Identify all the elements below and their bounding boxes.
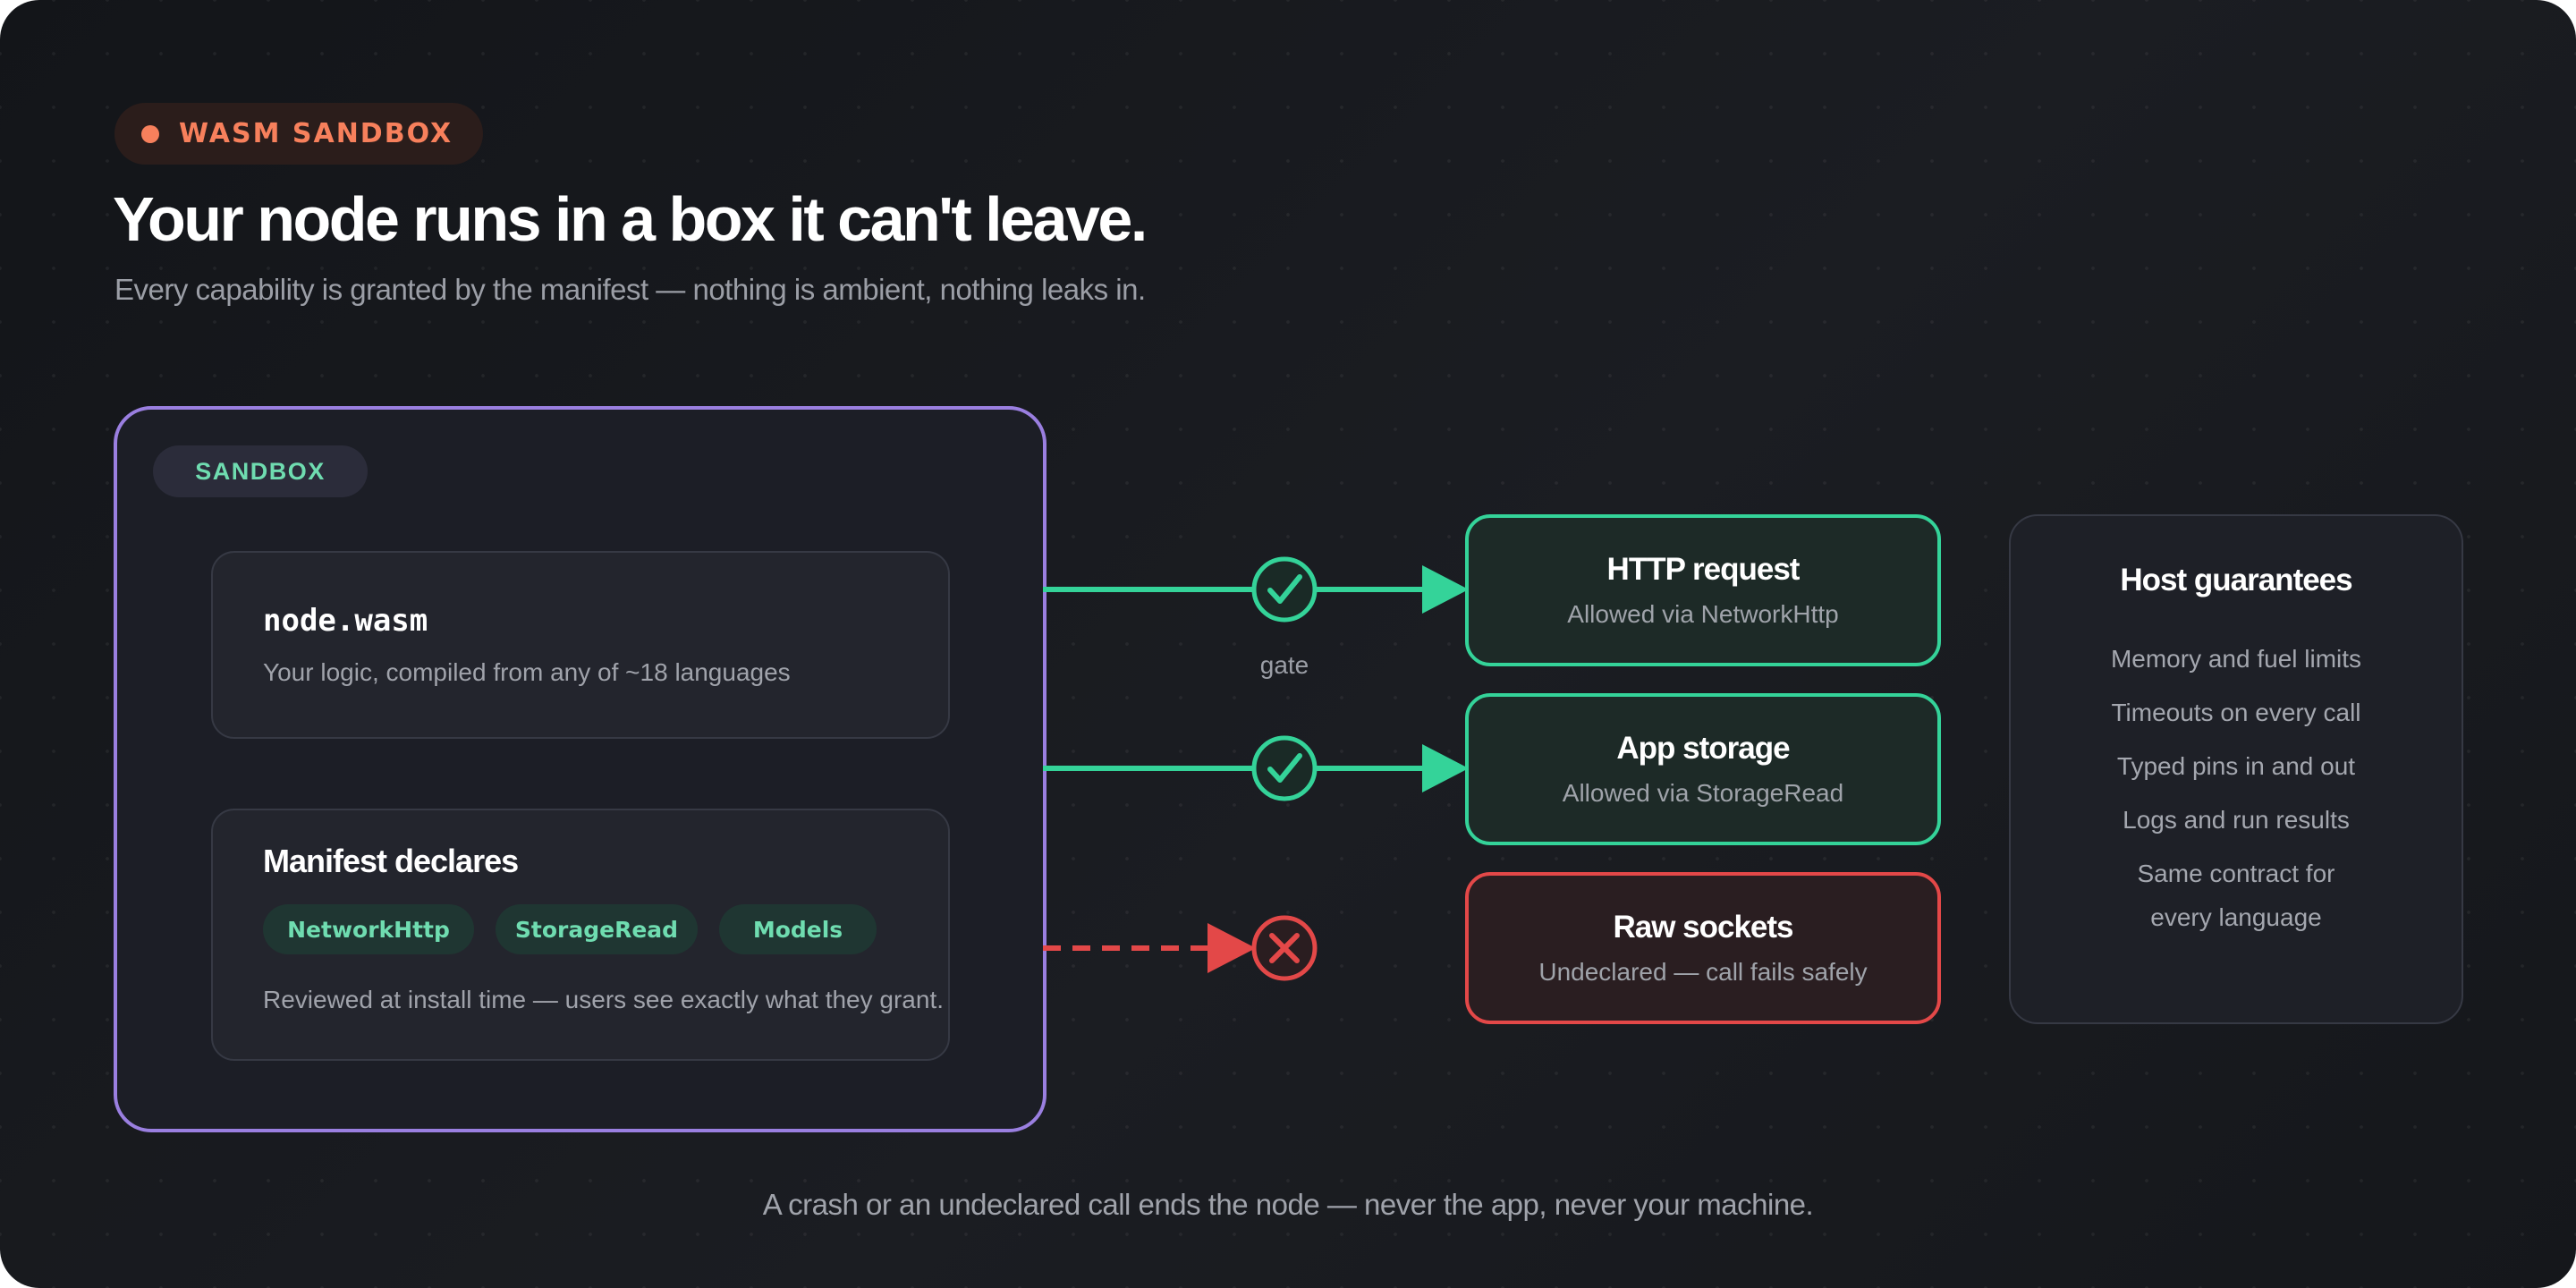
arrow-head-icon (1208, 923, 1256, 973)
manifest-note: Reviewed at install time — users see exa… (263, 986, 945, 1013)
target-description: Allowed via NetworkHttp (1567, 600, 1839, 628)
target-app-storage: App storage Allowed via StorageRead (1465, 693, 1941, 845)
edge-storage (1043, 735, 1469, 801)
page-title: Your node runs in a box it can't leave. (113, 184, 1148, 254)
gate-label: gate (1259, 651, 1309, 679)
capability-chip-models: Models (719, 904, 877, 954)
node-card: node.wasm Your logic, compiled from any … (211, 551, 950, 739)
close-icon (1251, 915, 1318, 981)
target-title: Raw sockets (1613, 910, 1793, 945)
host-guarantees-list: Memory and fuel limits Timeouts on every… (2011, 637, 2462, 949)
target-http-request: HTTP request Allowed via NetworkHttp (1465, 514, 1941, 666)
host-guarantees-title: Host guarantees (2120, 563, 2352, 597)
arrow-head-icon (1422, 565, 1469, 614)
node-description: Your logic, compiled from any of ~18 lan… (263, 658, 791, 686)
list-item: Memory and fuel limits (2110, 645, 2362, 673)
edge-http (1043, 556, 1469, 623)
check-icon (1251, 735, 1318, 801)
capability-chip-storageread: StorageRead (496, 904, 698, 954)
sandbox-box: SANDBOX node.wasm Your logic, compiled f… (114, 406, 1046, 1132)
list-item: Timeouts on every call (2111, 699, 2361, 726)
check-icon (1251, 556, 1318, 623)
capability-chips: NetworkHttp StorageRead Models (263, 904, 877, 954)
list-item: Typed pins in and out (2116, 752, 2356, 780)
capability-chip-networkhttp: NetworkHttp (263, 904, 474, 954)
section-badge-label: WASM SANDBOX (179, 118, 453, 149)
dot-icon (141, 124, 159, 143)
manifest-card: Manifest declares NetworkHttp StorageRea… (211, 809, 950, 1061)
page-subtitle: Every capability is granted by the manif… (114, 273, 1146, 306)
footer-note: A crash or an undeclared call ends the n… (762, 1188, 1814, 1221)
edge-sockets (1043, 915, 1318, 981)
arrow-head-icon (1422, 744, 1469, 792)
node-name: node.wasm (263, 603, 428, 639)
list-item: Logs and run results (2123, 806, 2350, 834)
list-item: Same contract for every language (2137, 860, 2335, 931)
target-title: HTTP request (1606, 552, 1801, 587)
target-raw-sockets: Raw sockets Undeclared — call fails safe… (1465, 872, 1941, 1024)
host-guarantees-card: Host guarantees Memory and fuel limits T… (2009, 514, 2463, 1024)
target-description: Allowed via StorageRead (1562, 779, 1844, 807)
target-title: App storage (1616, 731, 1790, 766)
sandbox-tag: SANDBOX (153, 445, 368, 497)
section-badge: WASM SANDBOX (114, 103, 483, 165)
target-description: Undeclared — call fails safely (1538, 958, 1868, 986)
manifest-title: Manifest declares (263, 843, 519, 879)
